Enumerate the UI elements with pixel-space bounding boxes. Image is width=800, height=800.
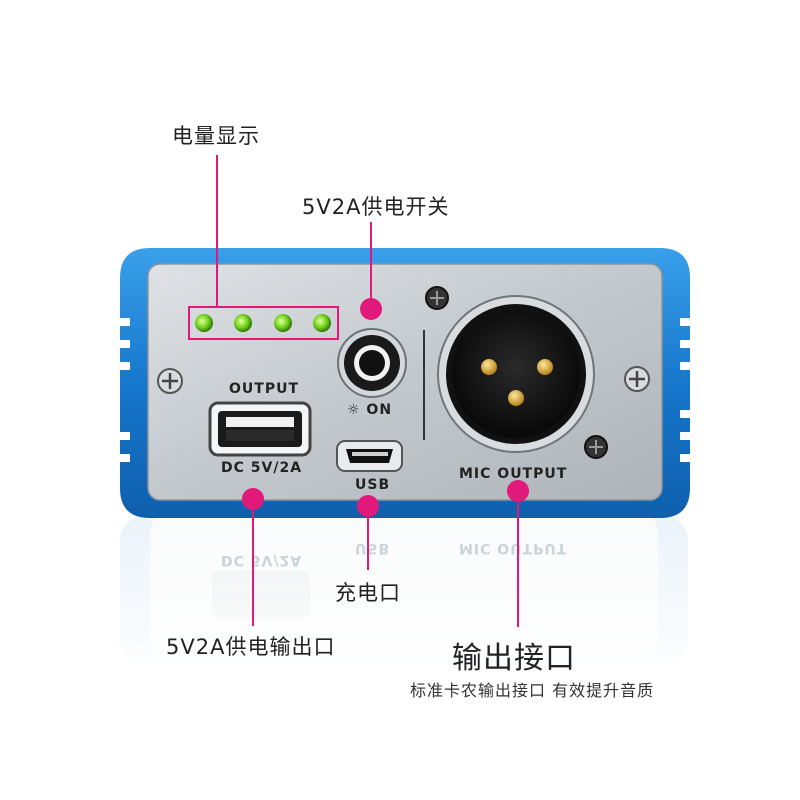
callout-dot-switch (360, 298, 382, 320)
battery-led-3 (274, 314, 292, 332)
callout-line-usb-output (252, 508, 254, 626)
battery-leds (195, 314, 331, 332)
callout-battery-display: 电量显示 (172, 124, 260, 148)
micro-usb-label: USB (355, 477, 391, 493)
callout-line-xlr (517, 500, 519, 627)
callout-line-switch (370, 222, 372, 308)
callout-line-micro-usb (367, 515, 369, 570)
xlr-pin-1 (481, 359, 497, 375)
battery-led-4 (313, 314, 331, 332)
xlr-connector (437, 295, 595, 453)
callout-output-port-description: 标准卡农输出接口 有效提升音质 (410, 681, 655, 700)
usb-a-output-port (208, 401, 312, 457)
callout-line-battery (216, 155, 218, 307)
xlr-screw-bottom (584, 435, 608, 459)
callout-dot-micro-usb (357, 495, 379, 517)
battery-led-1 (195, 314, 213, 332)
callout-output-port: 输出接口 (452, 641, 576, 676)
reflected-xlr-label: MIC OUTPUT (459, 540, 568, 556)
panel-screw-right (624, 366, 650, 392)
xlr-label: MIC OUTPUT (459, 466, 568, 482)
micro-usb-port (336, 440, 403, 472)
callout-charging-port: 充电口 (335, 581, 401, 605)
usb-output-label: OUTPUT (229, 381, 299, 397)
reflected-usb-spec-label: DC 5V/2A (221, 552, 303, 568)
panel-screw-left (157, 368, 183, 394)
callout-dot-xlr (507, 480, 529, 502)
reflected-micro-usb-label: USB (355, 540, 391, 556)
usb-output-spec-label: DC 5V/2A (221, 460, 303, 476)
battery-led-2 (234, 314, 252, 332)
xlr-pin-2 (537, 359, 553, 375)
xlr-pin-3 (508, 390, 524, 406)
power-switch (337, 328, 407, 398)
callout-power-switch: 5V2A供电开关 (302, 195, 450, 219)
power-switch-label: ☼ ON (347, 402, 393, 418)
xlr-screw-top (425, 286, 449, 310)
callout-power-output-port: 5V2A供电输出口 (166, 635, 336, 659)
callout-dot-usb-output (242, 488, 264, 510)
